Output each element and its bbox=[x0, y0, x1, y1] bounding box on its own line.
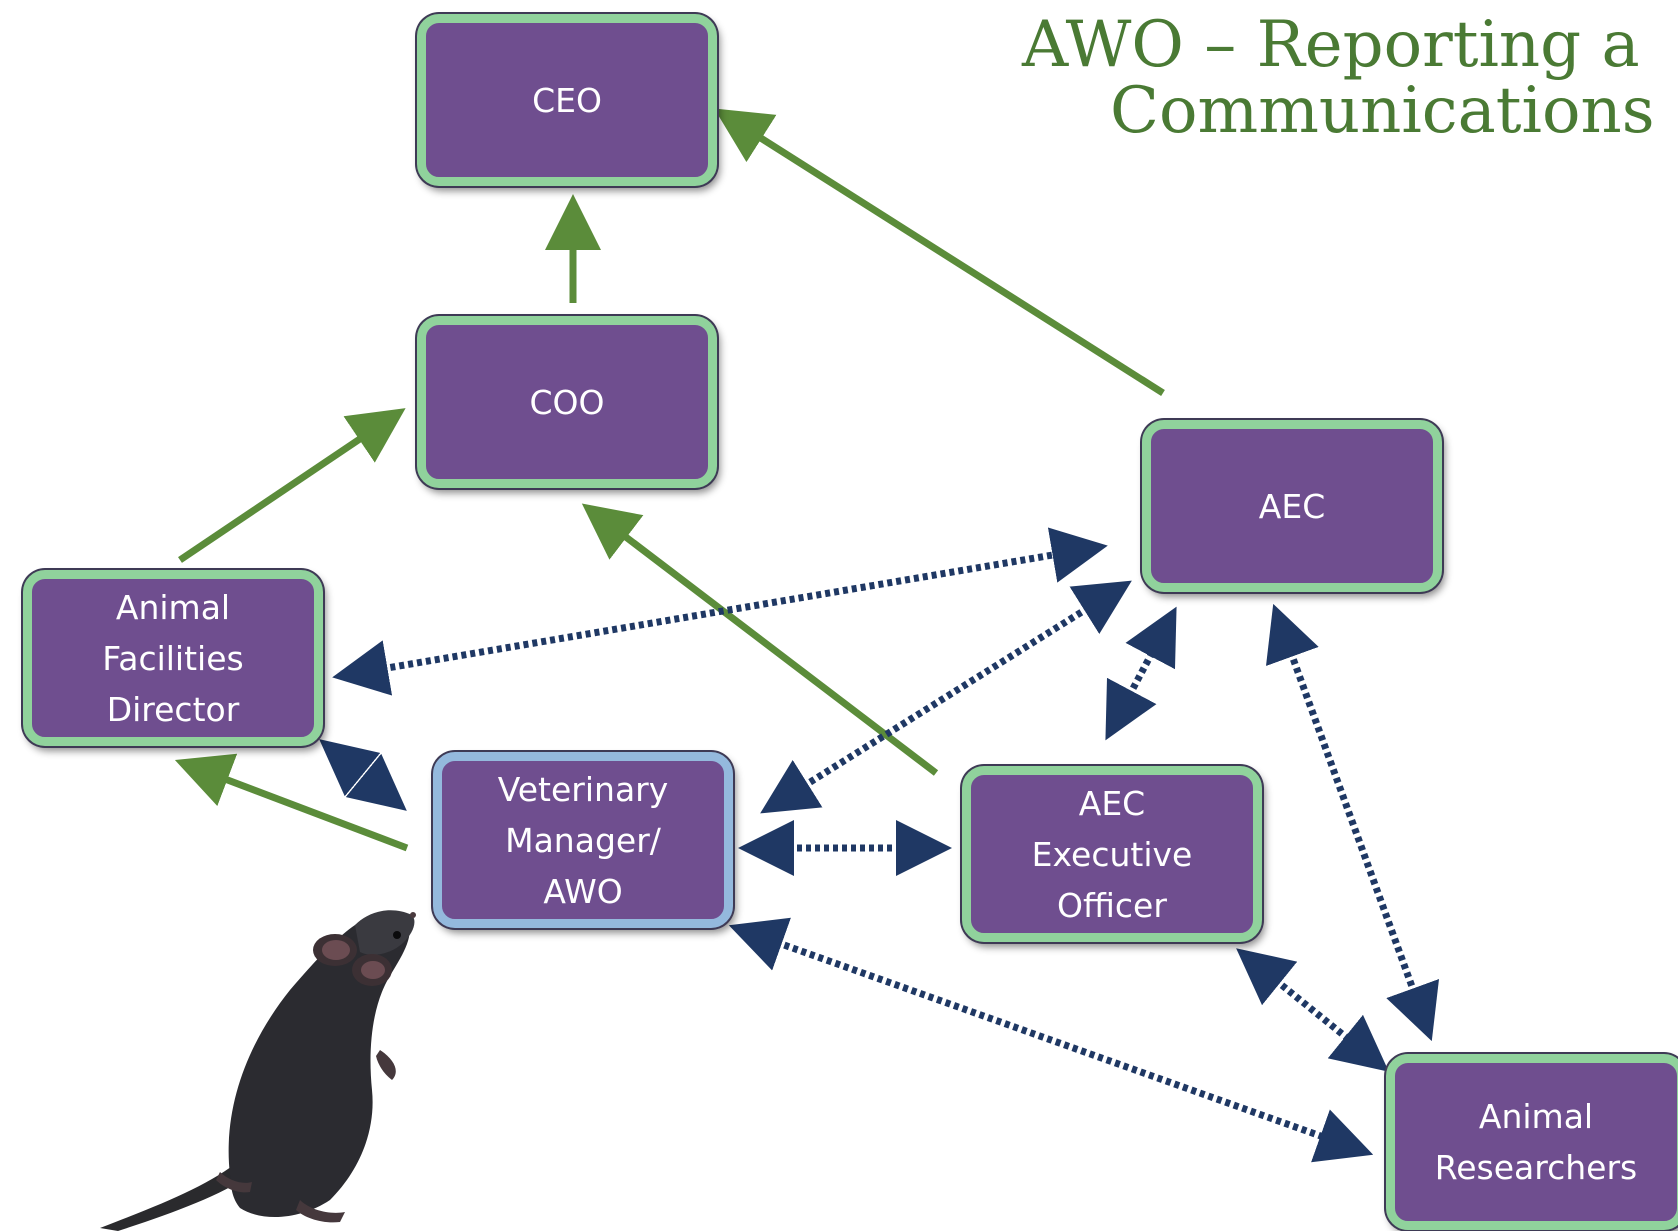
title-line-1: AWO – Reporting a bbox=[1022, 8, 1640, 82]
node-animal-researchers: Animal Researchers bbox=[1386, 1054, 1678, 1230]
node-aec-executive-officer: AEC Executive Officer bbox=[962, 766, 1262, 942]
comm-aec-exec-aec bbox=[1105, 606, 1177, 741]
node-facilities-text: Animal Facilities Director bbox=[102, 582, 243, 735]
node-animal-facilities-director: Animal Facilities Director bbox=[23, 570, 323, 746]
arrow-aec-to-ceo bbox=[714, 108, 1165, 396]
node-vet-line-3: AWO bbox=[543, 871, 623, 911]
comm-vet-aec bbox=[760, 580, 1132, 814]
node-vet-text: Veterinary Manager/ AWO bbox=[498, 764, 669, 917]
node-coo: COO bbox=[417, 316, 717, 488]
node-vet-line-2: Manager/ bbox=[505, 820, 661, 860]
node-aec-exec-line-2: Executive bbox=[1031, 834, 1193, 874]
node-aec-exec-line-3: Officer bbox=[1057, 885, 1167, 925]
comm-vet-researchers bbox=[728, 917, 1374, 1163]
node-researchers-line-1: Animal bbox=[1478, 1097, 1594, 1136]
node-aec-exec-text: AEC Executive Officer bbox=[1032, 778, 1193, 931]
node-vet-line-1: Veterinary bbox=[497, 769, 669, 809]
node-ceo: CEO bbox=[417, 14, 717, 186]
comm-aec-exec-researchers bbox=[1236, 948, 1389, 1072]
comm-facilities-aec bbox=[332, 527, 1108, 696]
node-aec-label: AEC bbox=[1258, 486, 1326, 526]
node-facilities-line-2: Facilities bbox=[102, 638, 244, 678]
title-line-2: Communications bbox=[1110, 74, 1655, 148]
comm-researchers-aec bbox=[1265, 603, 1440, 1042]
node-aec-exec-line-1: AEC bbox=[1078, 783, 1146, 823]
node-facilities-line-1: Animal bbox=[115, 587, 231, 627]
node-aec: AEC bbox=[1142, 420, 1442, 592]
node-researchers-line-2: Researchers bbox=[1434, 1148, 1638, 1187]
node-veterinary-manager-awo: Veterinary Manager/ AWO bbox=[433, 752, 733, 928]
arrow-facilities-to-coo bbox=[178, 408, 406, 563]
node-researchers-text: Animal Researchers bbox=[1435, 1091, 1637, 1193]
arrow-vet-to-facilities bbox=[174, 753, 409, 852]
node-ceo-label: CEO bbox=[532, 80, 602, 120]
node-facilities-line-3: Director bbox=[106, 689, 240, 729]
node-coo-label: COO bbox=[529, 382, 605, 422]
